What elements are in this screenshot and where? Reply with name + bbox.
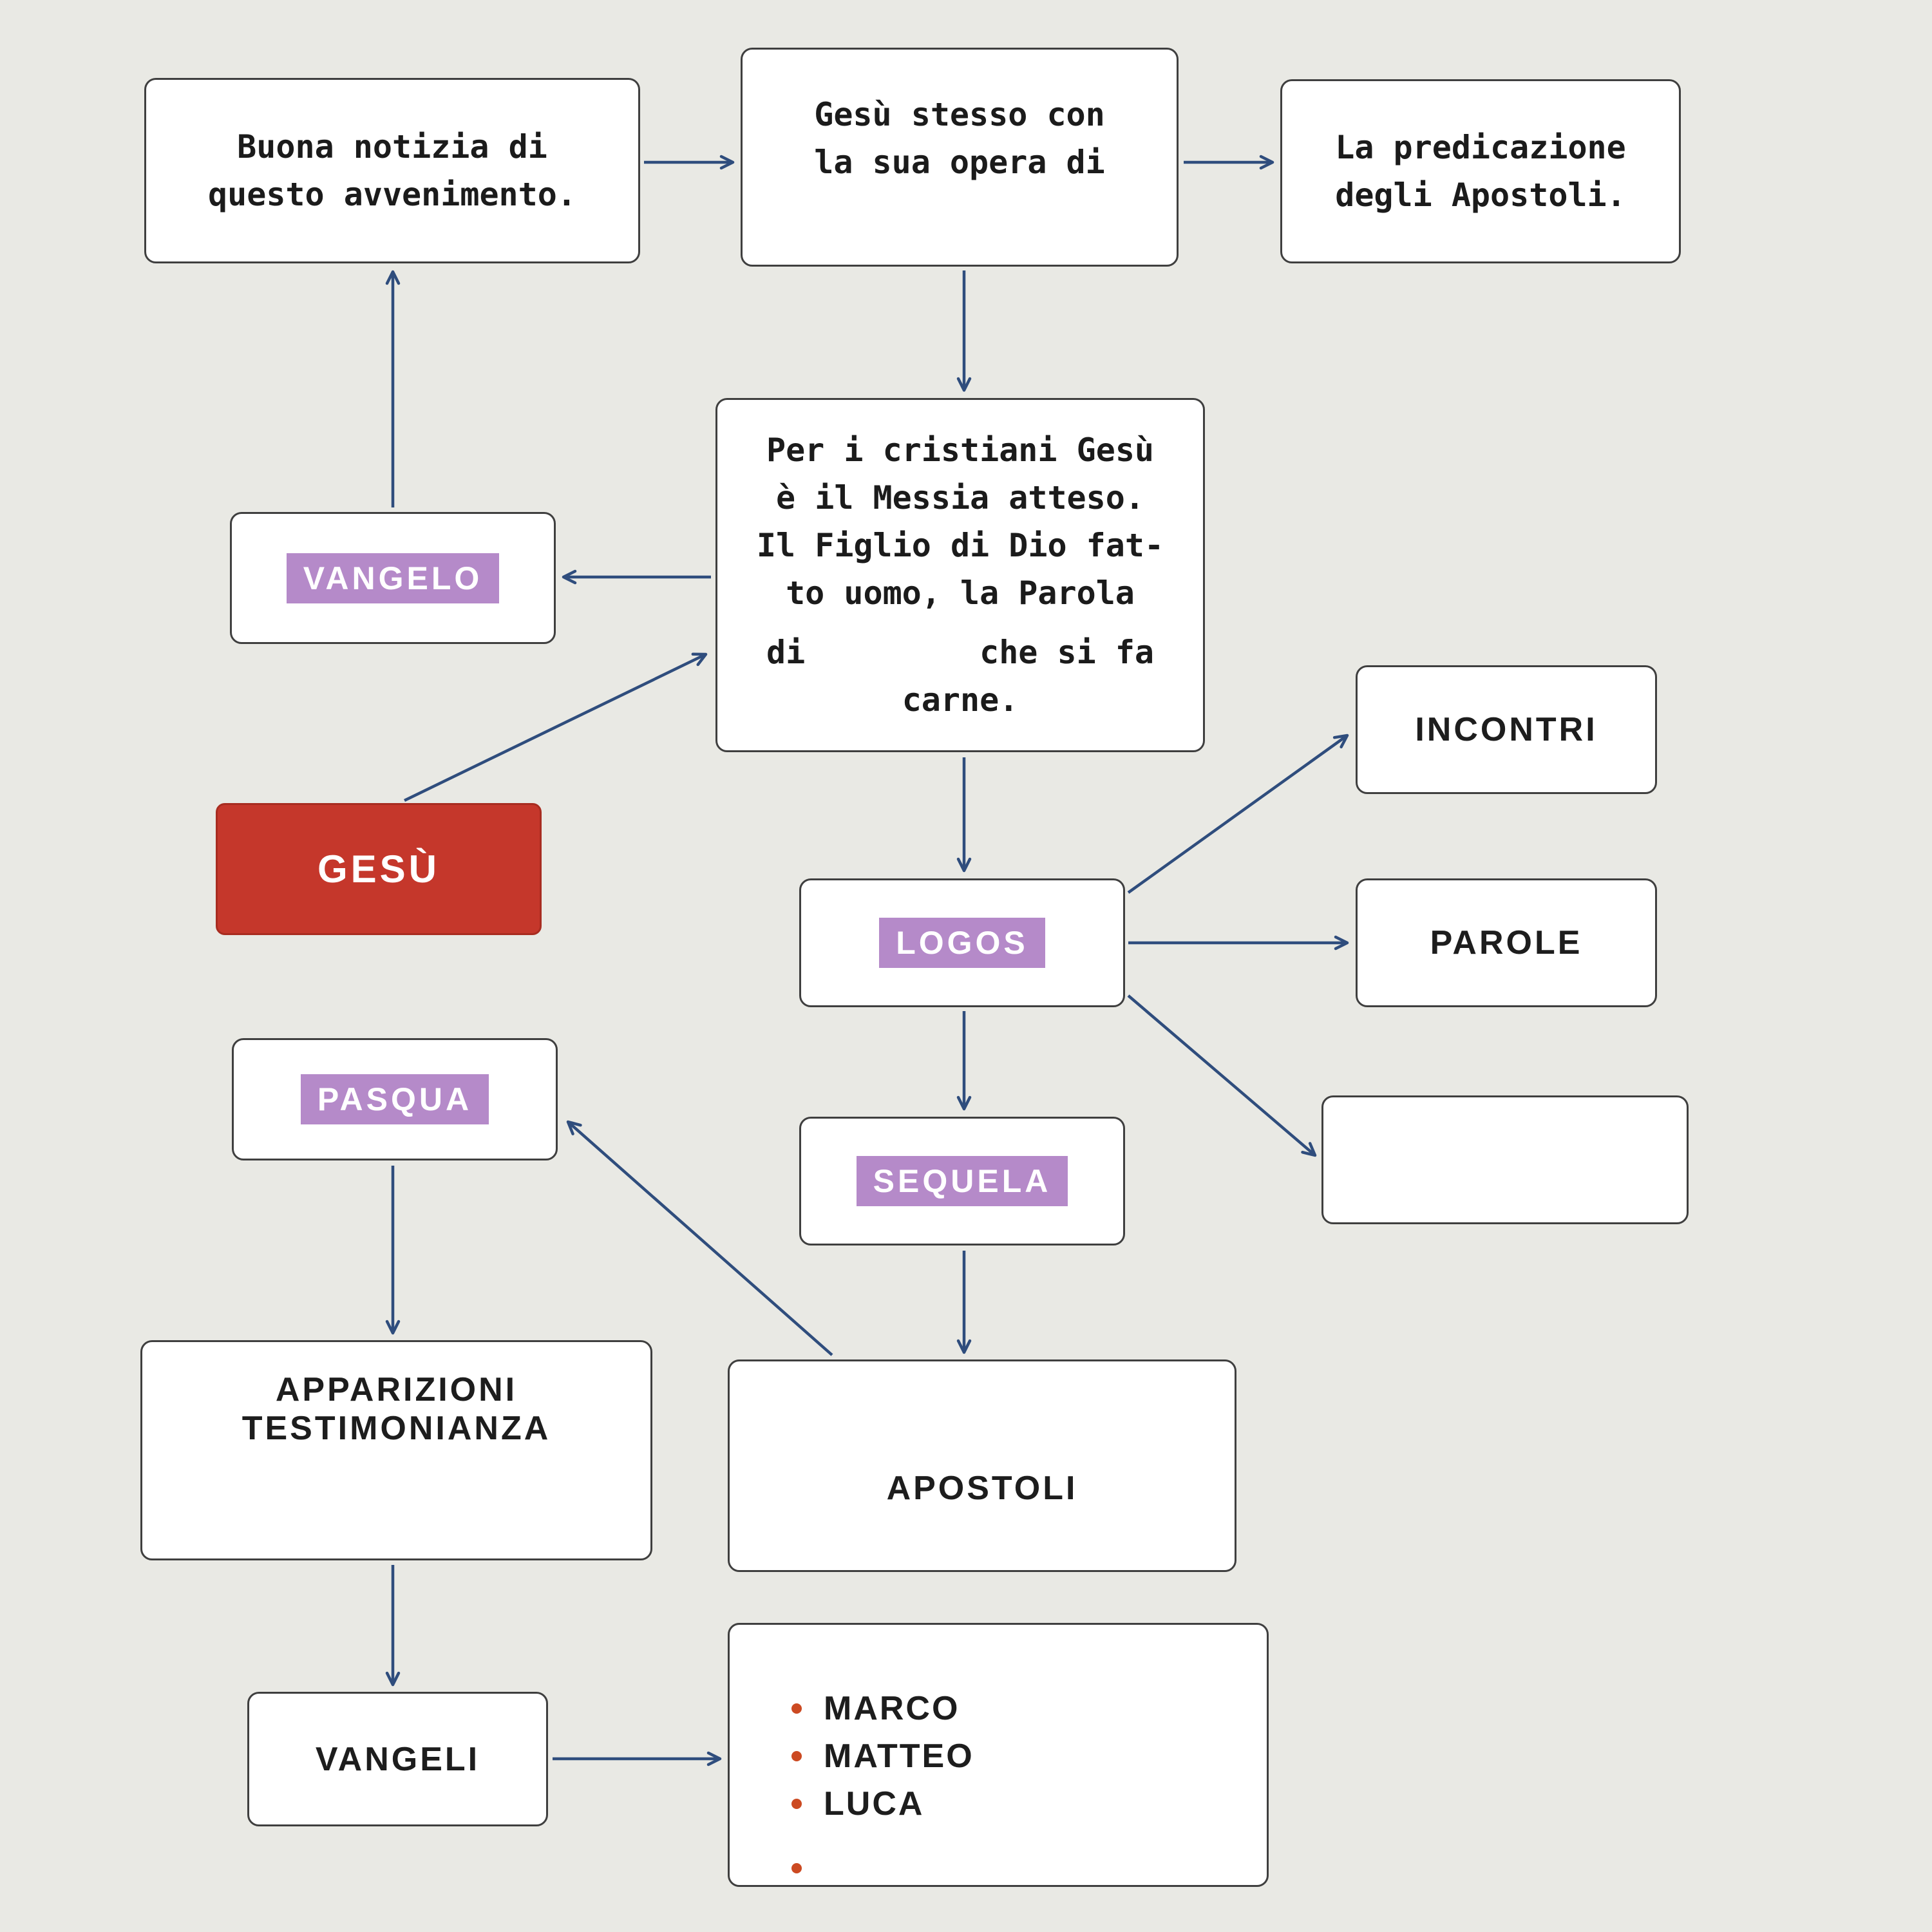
arrow-apostoli-to-pasqua bbox=[566, 1120, 833, 1356]
apostoli-label: APOSTOLI bbox=[886, 1470, 1078, 1507]
incontri-label: INCONTRI bbox=[1415, 711, 1598, 748]
node-text-line: Il Figlio di Dio fat- bbox=[756, 527, 1164, 564]
vangelo-highlight-label: VANGELO bbox=[286, 553, 500, 603]
list-item: MARCO bbox=[791, 1689, 960, 1728]
node-text-line: questo avvenimento. bbox=[208, 176, 576, 213]
list-item-label: MATTEO bbox=[824, 1738, 974, 1775]
node-sequela: SEQUELA bbox=[799, 1117, 1125, 1245]
node-predicazione-apostoli: La predicazione degli Apostoli. bbox=[1280, 79, 1681, 263]
bullet-icon bbox=[791, 1703, 802, 1714]
node-apparizioni-testimonianza: APPARIZIONI TESTIMONIANZA bbox=[140, 1340, 652, 1560]
node-text-line: Gesù stesso con bbox=[814, 96, 1105, 133]
node-text-line: carne. bbox=[902, 681, 1019, 719]
logos-highlight-label: LOGOS bbox=[879, 918, 1045, 968]
node-text-line: APPARIZIONI bbox=[275, 1371, 518, 1408]
node-vangeli: VANGELI bbox=[247, 1692, 548, 1826]
list-item: LUCA bbox=[791, 1785, 924, 1823]
node-text-line: degli Apostoli. bbox=[1335, 176, 1626, 214]
node-text-line: TESTIMONIANZA bbox=[242, 1410, 551, 1447]
node-text-line: di che si fa bbox=[766, 634, 1155, 671]
parole-label: PAROLE bbox=[1430, 924, 1583, 961]
node-evangelisti-list: MARCO MATTEO LUCA bbox=[728, 1623, 1269, 1887]
vangeli-label: VANGELI bbox=[315, 1740, 480, 1778]
bullet-icon bbox=[791, 1863, 802, 1873]
list-item-label: LUCA bbox=[824, 1785, 925, 1823]
list-item bbox=[791, 1863, 824, 1873]
node-logos: LOGOS bbox=[799, 878, 1125, 1007]
node-buona-notizia: Buona notizia di questo avvenimento. bbox=[144, 78, 640, 263]
list-item: MATTEO bbox=[791, 1737, 974, 1776]
node-vangelo: VANGELO bbox=[230, 512, 556, 644]
arrow-gesu-to-messia bbox=[404, 652, 708, 802]
arrow-logos-to-empty bbox=[1127, 994, 1317, 1157]
node-gesu-stesso-opera: Gesù stesso con la sua opera di bbox=[741, 48, 1179, 267]
node-messia-description: Per i cristiani Gesù è il Messia atteso.… bbox=[715, 398, 1205, 752]
node-pasqua: PASQUA bbox=[232, 1038, 558, 1160]
node-empty-box bbox=[1321, 1095, 1689, 1224]
node-text-line: Per i cristiani Gesù bbox=[766, 431, 1155, 469]
node-apostoli: APOSTOLI bbox=[728, 1359, 1236, 1572]
node-text-line: Buona notizia di bbox=[237, 128, 547, 166]
node-text-line: to uomo, la Parola bbox=[786, 574, 1135, 612]
gesu-label: GESÙ bbox=[317, 848, 440, 891]
node-gesu: GESÙ bbox=[216, 803, 542, 935]
arrow-logos-to-incontri bbox=[1127, 734, 1349, 894]
pasqua-highlight-label: PASQUA bbox=[300, 1074, 489, 1124]
bullet-icon bbox=[791, 1799, 802, 1809]
node-text-line: la sua opera di bbox=[814, 144, 1105, 181]
sequela-highlight-label: SEQUELA bbox=[856, 1156, 1068, 1206]
node-text-line: è il Messia atteso. bbox=[776, 479, 1144, 516]
node-text-line: La predicazione bbox=[1335, 129, 1626, 166]
bullet-icon bbox=[791, 1751, 802, 1761]
node-incontri: INCONTRI bbox=[1356, 665, 1657, 794]
node-parole: PAROLE bbox=[1356, 878, 1657, 1007]
list-item-label: MARCO bbox=[824, 1690, 960, 1727]
